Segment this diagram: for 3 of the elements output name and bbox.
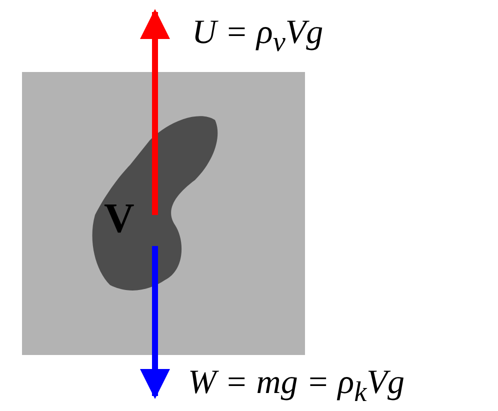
force-formula: W = mg = ρ$_{k}$Vg: [188, 366, 404, 408]
force-formula: U = ρ$_{v}$Vg: [192, 16, 324, 58]
volume-label: V: [104, 198, 134, 240]
